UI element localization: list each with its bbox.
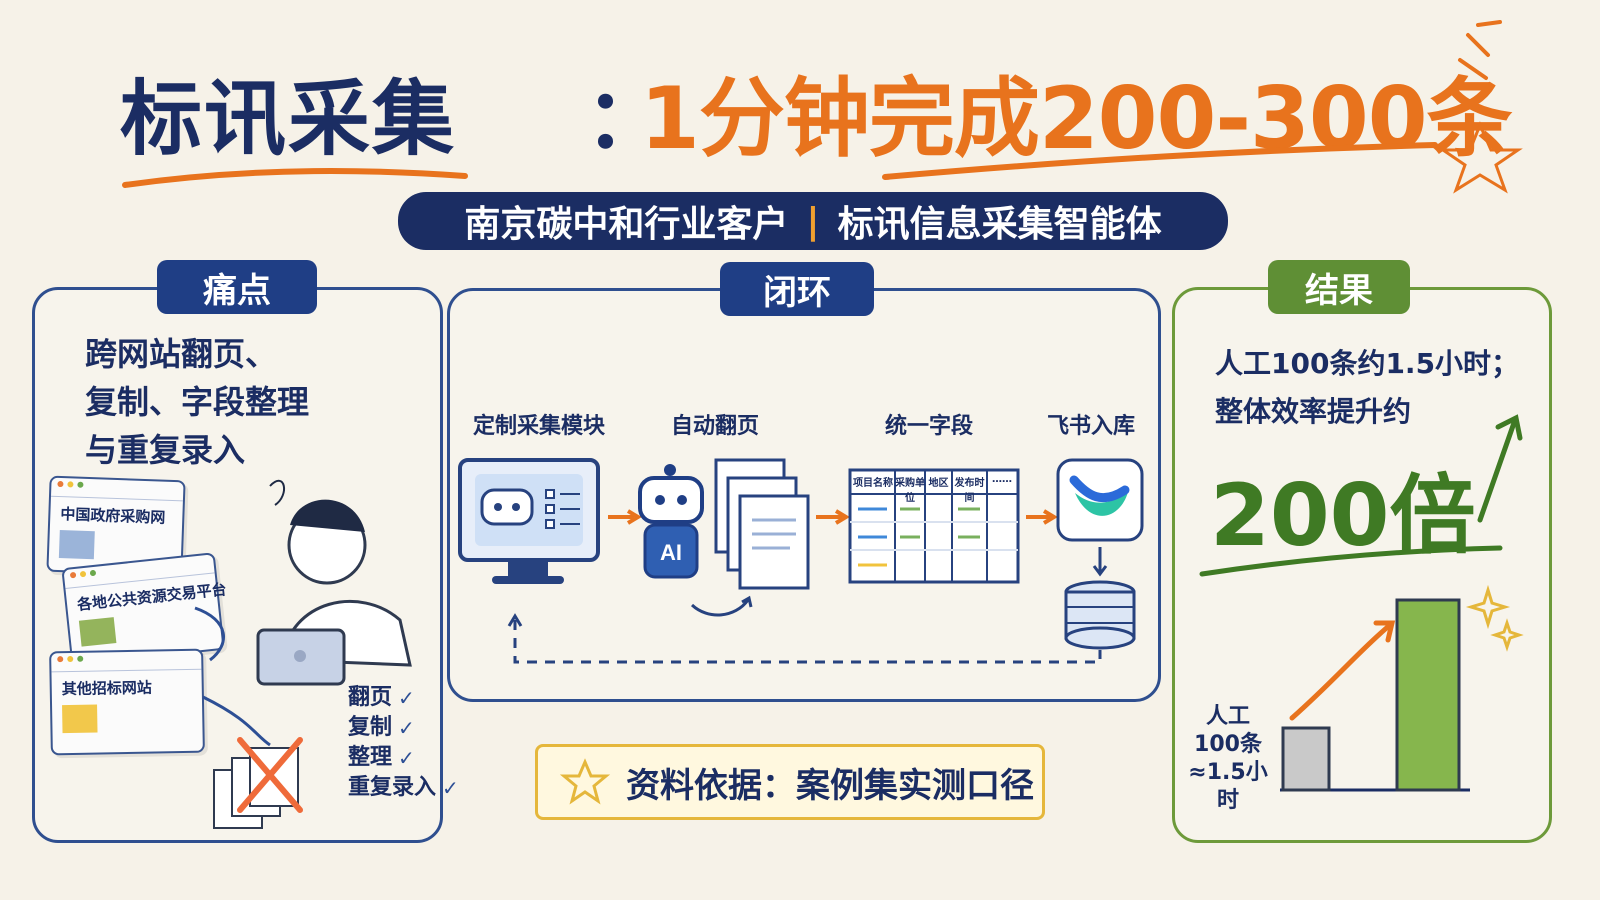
up-arrow-head — [1495, 414, 1523, 441]
check-label-1: 翻页 — [348, 685, 393, 710]
loop-dashed-line — [513, 620, 1102, 664]
database-icon — [1064, 580, 1136, 650]
result-line-1: 人工100条约1.5小时； — [1215, 347, 1520, 380]
check-item-4: 重复录入✓ — [348, 773, 459, 803]
title-left: 标讯采集 — [120, 72, 457, 167]
data-table-icon — [848, 468, 1020, 584]
bar-2 — [1395, 598, 1461, 792]
documents-stack-icon — [714, 458, 810, 590]
manual-bar-label-line-2: 100条 — [1194, 732, 1262, 757]
table-header-2: 采购单位 — [895, 478, 925, 504]
sparkle-icon-1 — [1465, 584, 1511, 630]
page-turn-arrow-head — [741, 595, 753, 608]
subtitle-left: 南京碳中和行业客户 — [464, 204, 789, 245]
star-icon — [559, 758, 611, 805]
manual-bar-label-line-1: 人工 — [1205, 704, 1250, 729]
title-right: 1分钟完成200-300条 — [640, 69, 1513, 169]
title-colon: ： — [585, 72, 668, 167]
manual-bar-label-line-3: ≈1.5小时 — [1188, 760, 1268, 813]
source-box: 资料依据：案例集实测口径 — [535, 744, 1045, 820]
monitor-robot-icon — [458, 458, 600, 584]
result-description: 人工100条约1.5小时； 整体效率提升约 — [1215, 340, 1519, 436]
check-icon: ✓ — [398, 746, 415, 770]
table-header-3: 地区 — [928, 478, 949, 489]
pain-line-2: 复制、字段整理 — [85, 383, 310, 421]
pain-line-3: 与重复录入 — [85, 431, 246, 469]
arrow-to-papers — [202, 695, 271, 747]
step-label-4: 飞书入库 — [1047, 414, 1136, 439]
step-label-2: 自动翻页 — [671, 414, 760, 439]
flow-arrow-2-head — [834, 509, 850, 525]
ai-robot-icon: AI — [638, 464, 704, 579]
check-icon: ✓ — [442, 776, 459, 800]
flow-arrow-1-head — [626, 509, 642, 525]
pain-tag: 痛点 — [157, 260, 317, 314]
page-turn-arrow — [690, 599, 750, 617]
growth-arrow-head — [1373, 620, 1396, 643]
down-arrow-head — [1092, 565, 1108, 577]
pain-line-1: 跨网站翻页、 — [85, 335, 278, 373]
stressed-worker-illustration — [256, 479, 412, 686]
bar-1 — [1281, 726, 1331, 792]
growth-arrow — [1289, 622, 1393, 721]
check-icon: ✓ — [398, 716, 415, 740]
feishu-logo-icon — [1056, 458, 1144, 542]
manual-bar-label: 人工 100条 ≈1.5小时 — [1182, 703, 1274, 815]
sparkle-icon-2 — [1490, 618, 1524, 652]
arrow-connector — [194, 606, 225, 662]
sparkle-lines — [1458, 20, 1502, 80]
check-label-4: 重复录入 — [348, 775, 437, 800]
check-label-3: 整理 — [348, 745, 393, 770]
ai-label: AI — [660, 540, 682, 565]
pain-check-list: 翻页✓ 复制✓ 整理✓ 重复录入✓ — [348, 683, 459, 803]
table-header-4: 发布时间 — [954, 478, 985, 504]
check-icon: ✓ — [398, 686, 415, 710]
title-underline-left — [122, 168, 468, 188]
papers-illustration — [213, 737, 303, 829]
result-panel — [1172, 287, 1552, 843]
subtitle-banner: 南京碳中和行业客户 | 标讯信息采集智能体 — [398, 192, 1228, 250]
pain-description: 跨网站翻页、 复制、字段整理 与重复录入 — [85, 330, 309, 474]
table-header-5: …… — [992, 474, 1012, 485]
loop-arrow-up-head — [507, 613, 523, 627]
flow-arrow-3-head — [1042, 509, 1058, 525]
result-line-2: 整体效率提升约 — [1215, 395, 1412, 428]
result-tag: 结果 — [1268, 260, 1410, 314]
check-item-3: 整理✓ — [348, 743, 459, 773]
title-underline-right — [882, 142, 1438, 180]
subtitle-right: 标讯信息采集智能体 — [837, 204, 1162, 245]
subtitle-separator: | — [806, 200, 820, 242]
source-text: 资料依据：案例集实测口径 — [626, 765, 1034, 806]
star-icon-top-right — [1438, 121, 1523, 194]
up-arrow-line — [1477, 417, 1518, 523]
step-label-1: 定制采集模块 — [473, 414, 606, 439]
check-label-2: 复制 — [348, 715, 393, 740]
loop-tag: 闭环 — [720, 262, 874, 316]
check-item-2: 复制✓ — [348, 713, 459, 743]
step-label-3: 统一字段 — [885, 414, 974, 439]
result-underline — [1199, 545, 1503, 577]
check-item-1: 翻页✓ — [348, 683, 459, 713]
table-header-1: 项目名称 — [853, 478, 893, 489]
